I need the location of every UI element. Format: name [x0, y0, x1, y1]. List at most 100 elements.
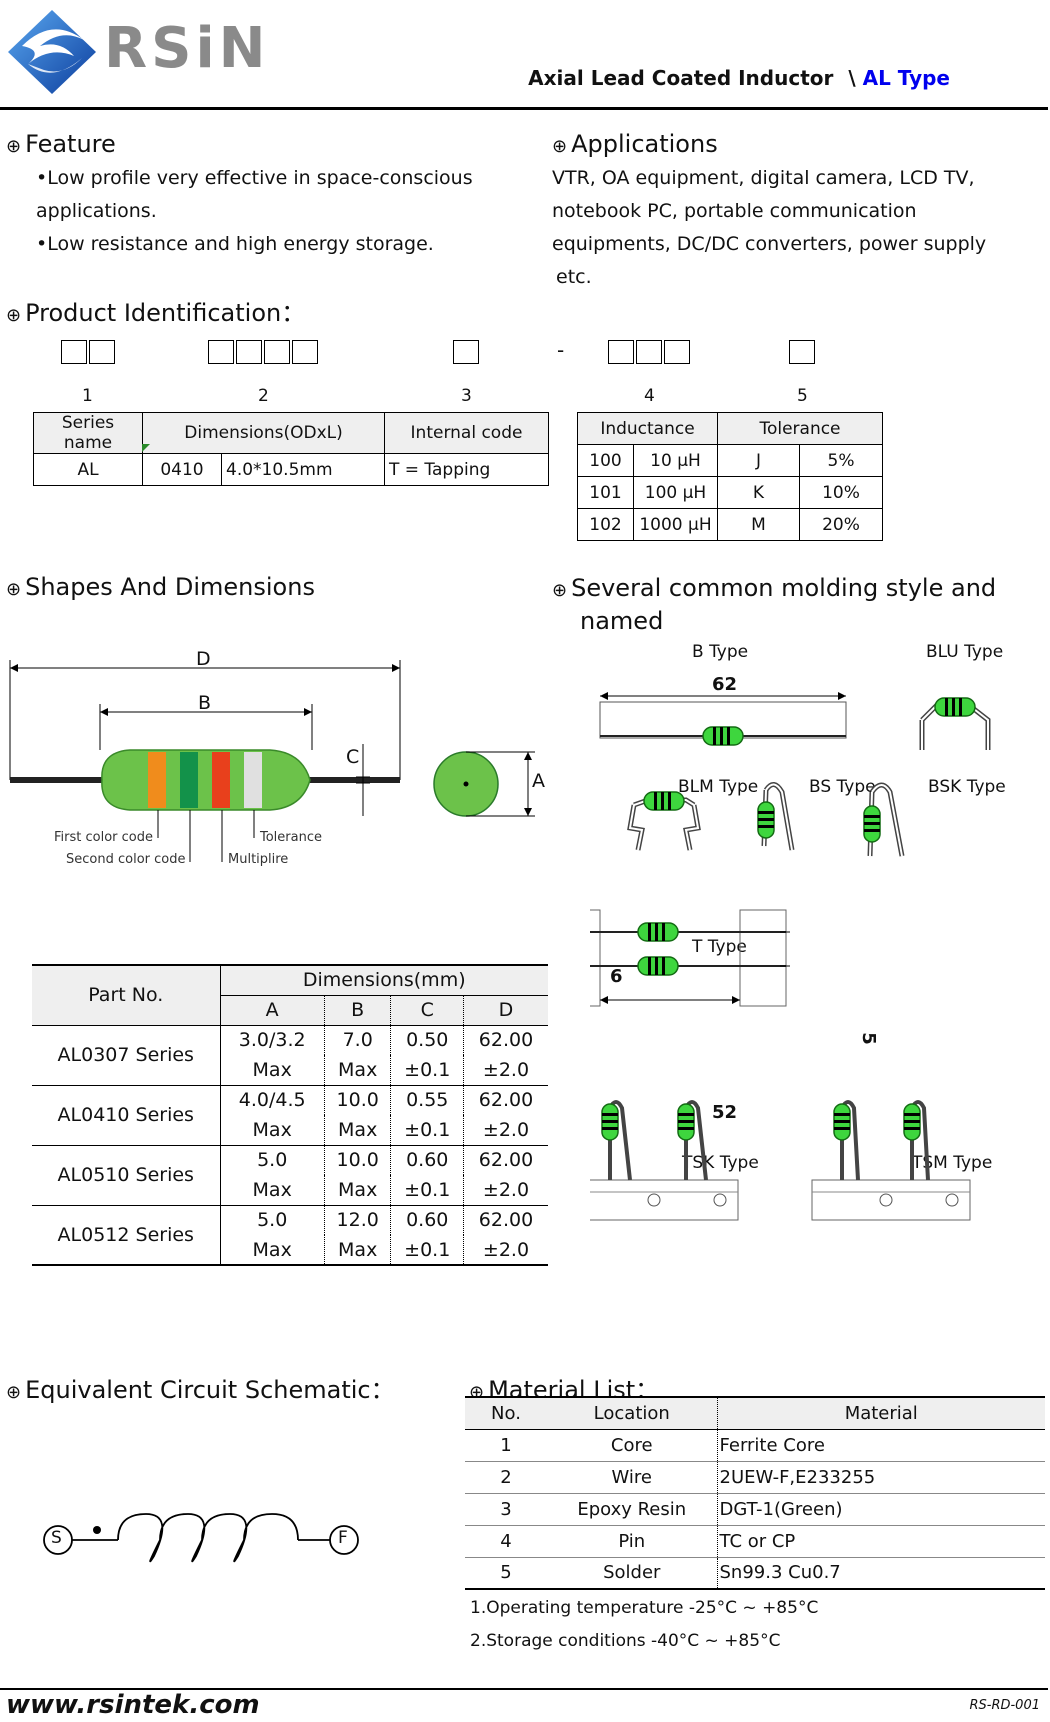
header-rule [0, 107, 1048, 110]
dimension-size: 4.0*10.5mm [221, 453, 385, 486]
feature-title-text: Feature [25, 130, 116, 158]
shapes-title-text: Shapes And Dimensions [25, 573, 315, 601]
dim-c-tol: ±0.1 [390, 1055, 464, 1086]
dim-a-tol: Max [220, 1235, 325, 1265]
feature-title: ⊕Feature [6, 130, 116, 158]
dim-c-tol: ±0.1 [390, 1175, 464, 1206]
internal-code-value: T = Tapping [384, 453, 549, 486]
code-boxes-5 [789, 340, 817, 368]
section-bullet-icon: ⊕ [6, 579, 22, 600]
dim-a: 5.0 [220, 1145, 325, 1175]
feature-item: •Low resistance and high energy storage. [36, 233, 434, 255]
inductance-code: 101 [577, 476, 634, 509]
code-number: 1 [82, 386, 93, 406]
col-c-header: C [390, 995, 464, 1026]
inductance-value: 1000 μH [633, 508, 718, 541]
inductance-table: Inductance Tolerance 100 10 μH J 5% 101 … [577, 412, 883, 541]
internal-code-header: Internal code [384, 412, 549, 454]
website-link[interactable]: www.rsintek.com [6, 1690, 260, 1720]
material-note: 2.Storage conditions -40°C ~ +85°C [470, 1631, 781, 1651]
series-value: AL [33, 453, 143, 486]
dim-c-tol: ±0.1 [390, 1115, 464, 1146]
part-no: AL0410 Series [32, 1085, 221, 1146]
dim-d: 62.00 [478, 1209, 534, 1232]
tolerance-code: M [717, 508, 800, 541]
material-no: 2 [465, 1461, 547, 1494]
label-first-color: First color code [54, 830, 153, 845]
tolerance-header: Tolerance [717, 412, 883, 445]
label-tsm-type: TSM Type [912, 1153, 993, 1173]
label-bsk-type: BSK Type [928, 777, 1006, 797]
applications-title-text: Applications [571, 130, 718, 158]
dim-b: 7.0 [324, 1025, 392, 1055]
dim-d: 62.00 [478, 1149, 534, 1172]
dim-d-tol: ±2.0 [463, 1055, 548, 1086]
code-number: 3 [461, 386, 472, 406]
code-number: 2 [258, 386, 269, 406]
material-header: Material [717, 1397, 1045, 1430]
dim-c: 0.50 [390, 1025, 464, 1055]
dim-62: 62 [712, 674, 738, 695]
dim-label-a: A [532, 770, 545, 792]
material-no: 4 [465, 1525, 547, 1558]
label-tsk-type: TSK Type [682, 1153, 759, 1173]
dim-label-b: B [198, 692, 212, 714]
code-boxes-3 [453, 340, 481, 368]
col-b-header: B [324, 995, 392, 1026]
dim-6: 6 [610, 966, 623, 987]
dim-a-tol: Max [220, 1175, 325, 1206]
dim-b-tol: Max [324, 1175, 392, 1206]
molding-title-line1: Several common molding style and [571, 574, 997, 602]
material-no: 5 [500, 1562, 512, 1584]
molding-title: ⊕Several common molding style and named [552, 573, 996, 637]
material-name: 2UEW-F,E233255 [717, 1461, 1045, 1494]
dim-52: 52 [712, 1102, 738, 1123]
section-bullet-icon: ⊕ [6, 305, 22, 326]
dim-a: 5.0 [220, 1205, 325, 1235]
code-number: 5 [797, 386, 808, 406]
applications-line: etc. [556, 266, 592, 288]
material-location: Core [547, 1429, 718, 1462]
dim-a-tol: Max [220, 1115, 325, 1146]
dim-d-tol: ±2.0 [463, 1175, 548, 1206]
dim-a: 4.0/4.5 [220, 1085, 325, 1115]
dim-a: 3.0/3.2 [220, 1025, 325, 1055]
material-no: 3 [465, 1493, 547, 1526]
dim-d: 62.00 [478, 1029, 534, 1052]
code-boxes-4 [608, 340, 692, 368]
col-d-header: D [463, 995, 548, 1026]
dim-header: Dimensions(mm) [220, 965, 548, 996]
feature-item: applications. [36, 200, 157, 222]
tolerance-code: K [717, 476, 800, 509]
product-id-title: ⊕Product Identification： [6, 293, 305, 328]
doc-code: RS-RD-001 [969, 1698, 1040, 1713]
col-a-header: A [220, 995, 325, 1026]
label-b-type: B Type [692, 642, 749, 662]
dimensions-table: Part No. Dimensions(mm) A B C D AL0307 S… [32, 964, 548, 1266]
inductance-code: 100 [577, 444, 634, 477]
section-bullet-icon: ⊕ [552, 136, 568, 157]
circuit-schematic [43, 1513, 359, 1563]
material-name: TC or CP [717, 1525, 1045, 1558]
material-name: Ferrite Core [717, 1429, 1045, 1462]
tolerance-value: 10% [799, 476, 883, 509]
tolerance-value: 5% [799, 444, 883, 477]
dim-b-tol: Max [324, 1055, 392, 1086]
applications-title: ⊕Applications [552, 130, 718, 158]
part-no: AL0512 Series [32, 1205, 221, 1265]
dim-5: 5 [857, 1032, 879, 1045]
material-location: Epoxy Resin [547, 1493, 718, 1526]
material-name: Sn99.3 Cu0.7 [719, 1562, 841, 1584]
dim-a-tol: Max [220, 1055, 325, 1086]
brand-name: RSiN [104, 16, 270, 81]
dim-b-tol: Max [324, 1115, 392, 1146]
circuit-title: ⊕Equivalent Circuit Schematic： [6, 1370, 395, 1405]
dim-b: 10.0 [324, 1145, 392, 1175]
circuit-title-text: Equivalent Circuit Schematic： [25, 1376, 395, 1404]
part-no: AL0307 Series [32, 1025, 221, 1086]
material-name: DGT-1(Green) [717, 1493, 1045, 1526]
code-boxes-2 [208, 340, 320, 368]
logo: RSiN [4, 6, 294, 96]
type-label: AL Type [862, 66, 950, 90]
inductor-drawing [9, 660, 535, 862]
